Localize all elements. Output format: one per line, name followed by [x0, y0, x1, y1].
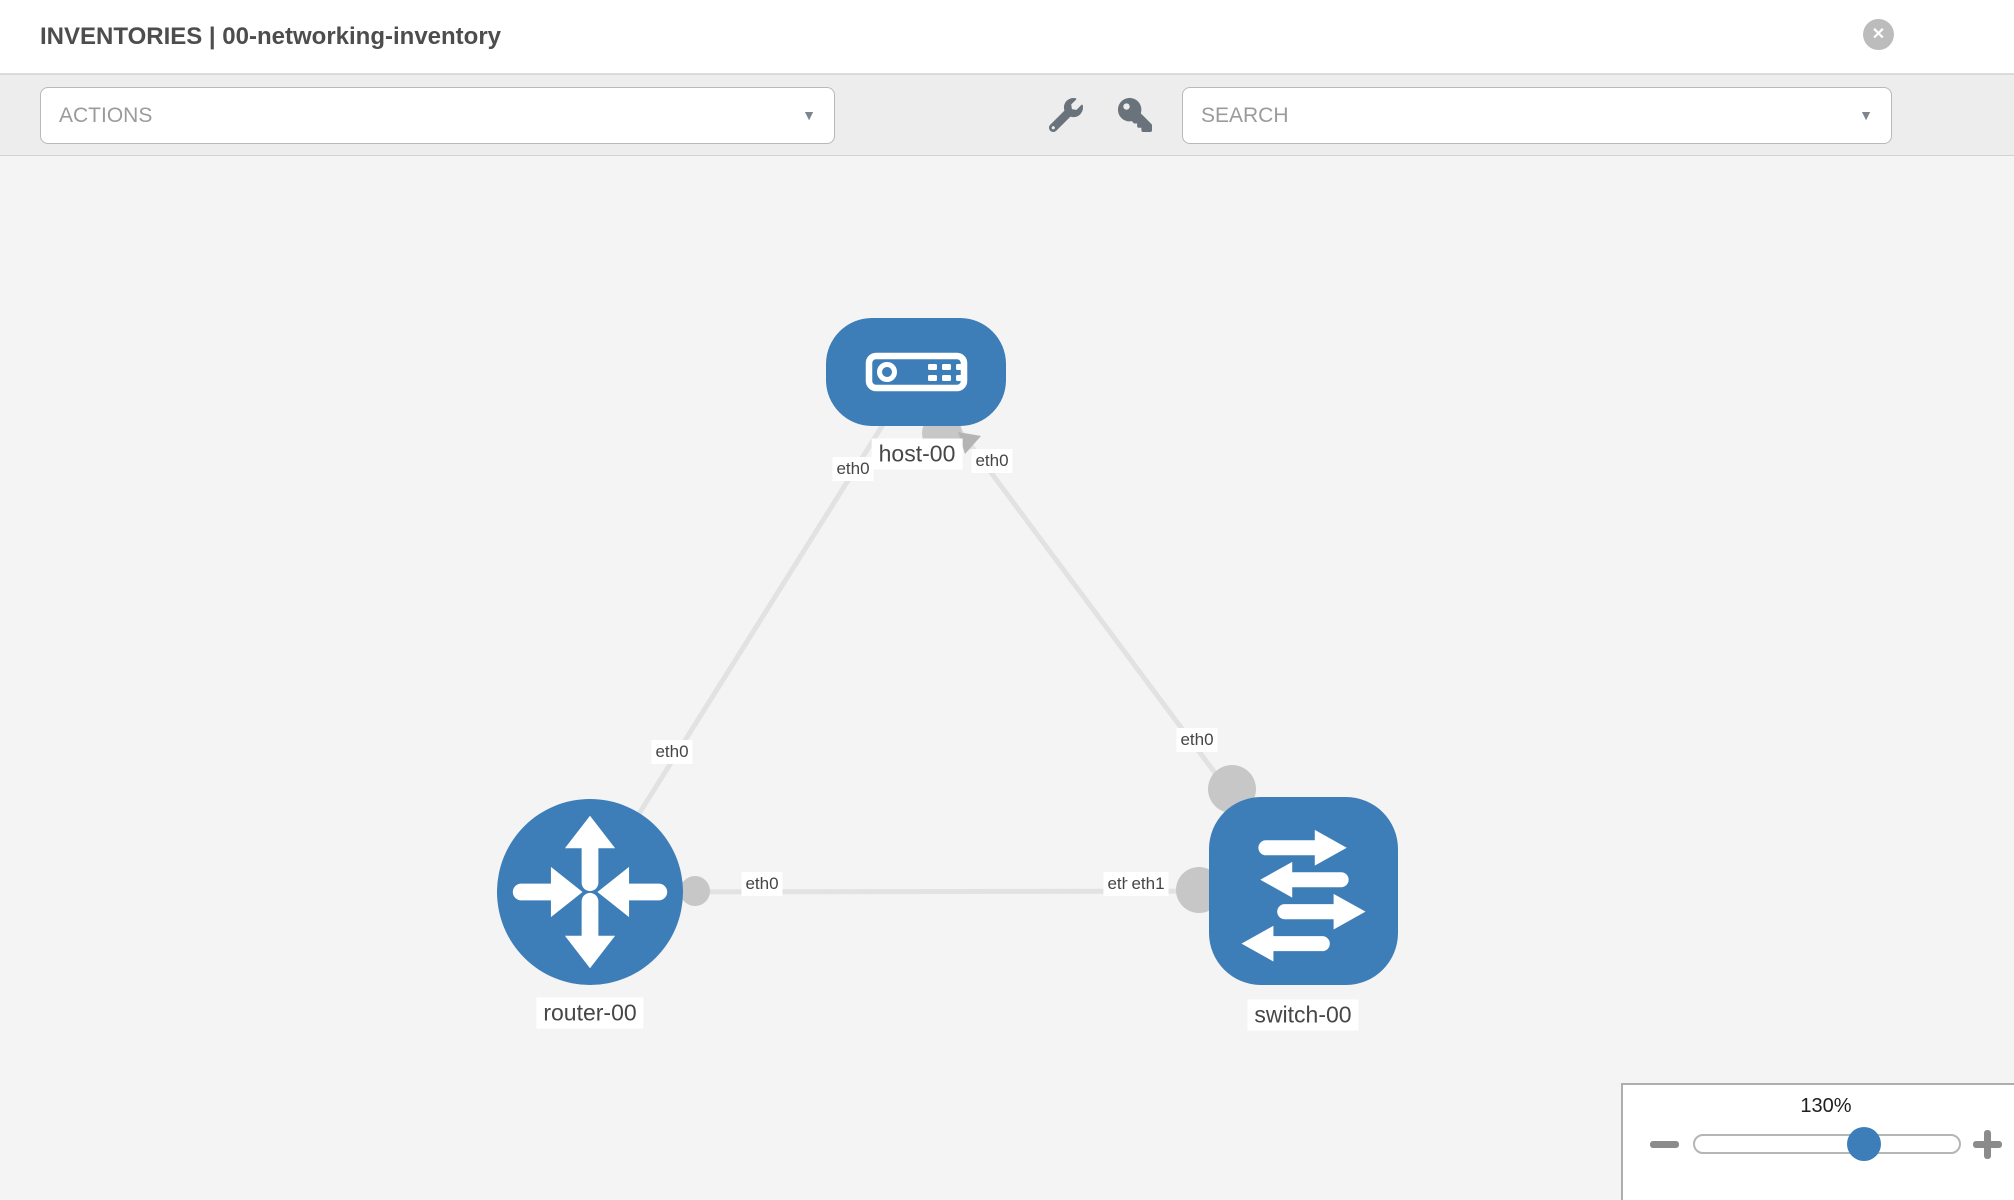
interface-label: eth0 — [1176, 728, 1218, 752]
minus-icon[interactable] — [1650, 1141, 1679, 1148]
zoom-percent-value: 130% — [1800, 1095, 1852, 1117]
actions-dropdown-label: ACTIONS — [59, 104, 153, 127]
close-icon: ✕ — [1871, 26, 1886, 43]
switch-arrows-icon — [1241, 829, 1366, 962]
topology-edges — [587, 370, 1306, 913]
host-device-icon — [865, 352, 968, 392]
connector-dot — [680, 876, 710, 906]
plus-icon-bar — [1984, 1130, 1991, 1159]
node-switch-00[interactable] — [1209, 797, 1398, 985]
node-label-host: host-00 — [871, 438, 963, 470]
plus-icon[interactable] — [1973, 1130, 2002, 1159]
chevron-down-icon: ▼ — [1859, 107, 1873, 123]
header: INVENTORIES | 00-networking-inventory ✕ — [0, 0, 2014, 74]
interface-label: eth0 — [651, 740, 693, 764]
page-title: INVENTORIES | 00-networking-inventory — [40, 23, 502, 50]
interface-label: eth0 — [971, 449, 1013, 473]
search-input: SEARCH — [1201, 104, 1289, 127]
interface-label: eth0 — [741, 872, 783, 896]
connector-tail — [958, 432, 981, 454]
actions-dropdown[interactable]: ACTIONS ▼ — [40, 87, 835, 144]
zoom-control-panel: 130% — [1621, 1083, 2014, 1200]
node-label-router: router-00 — [536, 997, 644, 1029]
interface-label: eth0 — [832, 457, 874, 481]
zoom-slider-thumb[interactable] — [1847, 1127, 1881, 1161]
toolbar: ACTIONS ▼ SEARCH ▼ — [0, 74, 2014, 156]
router-arrows-icon — [512, 815, 668, 969]
wrench-icon[interactable] — [1049, 98, 1083, 132]
node-label-switch: switch-00 — [1247, 999, 1359, 1031]
node-router-00[interactable] — [497, 799, 683, 985]
topology-canvas[interactable]: eth0 eth0 eth0 eth0 eth0 eth0 eth1 host-… — [0, 156, 2014, 1200]
search-dropdown[interactable]: SEARCH ▼ — [1182, 87, 1892, 144]
interface-label: eth1 — [1127, 872, 1169, 896]
key-icon[interactable] — [1118, 98, 1152, 132]
chevron-down-icon: ▼ — [802, 107, 816, 123]
node-host-00[interactable] — [826, 318, 1006, 426]
zoom-slider[interactable] — [1693, 1134, 1961, 1154]
close-button[interactable]: ✕ — [1863, 19, 1894, 50]
